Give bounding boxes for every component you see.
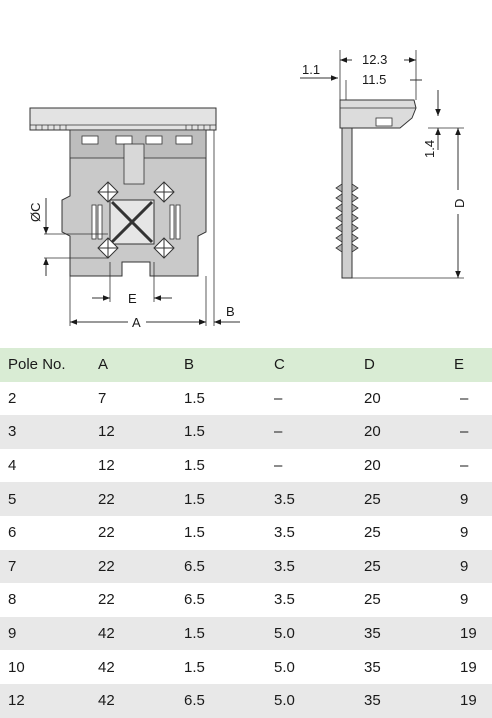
cell-b: 1.5 bbox=[184, 524, 205, 542]
side-view: 12.3 11.5 1.1 1.4 D bbox=[300, 50, 467, 279]
dim-e-label: E bbox=[128, 291, 137, 306]
cell-c: 3.5 bbox=[274, 557, 295, 575]
dim-d-label: D bbox=[452, 199, 467, 208]
cell-b: 1.5 bbox=[184, 490, 205, 508]
dim-a-label: A bbox=[132, 315, 141, 330]
cell-e: – bbox=[460, 389, 469, 407]
cell-e: 19 bbox=[460, 658, 477, 676]
cell-d: 20 bbox=[364, 423, 381, 441]
dim-1-4-label: 1.4 bbox=[422, 140, 437, 158]
cell-d: 25 bbox=[364, 557, 381, 575]
dim-1-1-label: 1.1 bbox=[302, 62, 320, 77]
cell-e: – bbox=[460, 457, 469, 475]
header-b: B bbox=[184, 356, 195, 374]
cell-e: 19 bbox=[460, 692, 477, 710]
cell-b: 6.5 bbox=[184, 557, 205, 575]
cell-c: 3.5 bbox=[274, 490, 295, 508]
cell-pole-no: 8 bbox=[8, 591, 17, 609]
cell-c: – bbox=[274, 423, 283, 441]
dim-c-label: ØC bbox=[28, 203, 43, 223]
cell-pole-no: 5 bbox=[8, 490, 17, 508]
cell-pole-no: 7 bbox=[8, 557, 17, 575]
header-d: D bbox=[364, 356, 375, 374]
cell-a: 12 bbox=[98, 423, 115, 441]
cell-d: 25 bbox=[364, 490, 381, 508]
cell-e: – bbox=[460, 423, 469, 441]
cell-a: 42 bbox=[98, 625, 115, 643]
dim-11-5-label: 11.5 bbox=[362, 72, 386, 87]
cell-a: 7 bbox=[98, 389, 107, 407]
cell-c: – bbox=[274, 389, 283, 407]
header-pole-no: Pole No. bbox=[8, 356, 66, 374]
cell-a: 22 bbox=[98, 524, 115, 542]
table-row: 3 12 1.5 – 20 – bbox=[0, 415, 492, 449]
table-row: 4 12 1.5 – 20 – bbox=[0, 448, 492, 483]
cell-e: 9 bbox=[460, 524, 469, 542]
cell-pole-no: 9 bbox=[8, 625, 17, 643]
cell-c: 5.0 bbox=[274, 692, 295, 710]
cell-d: 35 bbox=[364, 658, 381, 676]
table-header-row: Pole No. A B C D E bbox=[0, 348, 492, 382]
cell-b: 6.5 bbox=[184, 692, 205, 710]
header-c: C bbox=[274, 356, 285, 374]
cell-d: 35 bbox=[364, 625, 381, 643]
table-row: 9 42 1.5 5.0 35 19 bbox=[0, 616, 492, 651]
cell-e: 9 bbox=[460, 591, 469, 609]
cell-a: 22 bbox=[98, 591, 115, 609]
cell-pole-no: 6 bbox=[8, 524, 17, 542]
dim-12-3-label: 12.3 bbox=[362, 52, 387, 67]
cell-b: 1.5 bbox=[184, 457, 205, 475]
cell-pole-no: 12 bbox=[8, 692, 25, 710]
table-row: 2 7 1.5 – 20 – bbox=[0, 381, 492, 416]
dimensions-table: Pole No. A B C D E 2 7 1.5 – 20 – 3 12 1.5 – 20 – 4 1… bbox=[0, 348, 492, 718]
cell-c: 3.5 bbox=[274, 591, 295, 609]
table-row: 5 22 1.5 3.5 25 9 bbox=[0, 482, 492, 516]
cell-a: 42 bbox=[98, 658, 115, 676]
cell-c: 5.0 bbox=[274, 658, 295, 676]
cell-a: 22 bbox=[98, 490, 115, 508]
dim-b-label: B bbox=[226, 304, 235, 319]
table-row: 7 22 6.5 3.5 25 9 bbox=[0, 549, 492, 584]
front-view: ØC E A B bbox=[28, 107, 240, 330]
cell-d: 25 bbox=[364, 524, 381, 542]
header-a: A bbox=[98, 356, 109, 374]
cell-a: 22 bbox=[98, 557, 115, 575]
cell-e: 19 bbox=[460, 625, 477, 643]
cell-pole-no: 10 bbox=[8, 658, 25, 676]
table-row: 10 42 1.5 5.0 35 19 bbox=[0, 650, 492, 684]
technical-drawing: ØC E A B bbox=[0, 0, 492, 340]
cell-d: 35 bbox=[364, 692, 381, 710]
cell-e: 9 bbox=[460, 557, 469, 575]
table-row: 6 22 1.5 3.5 25 9 bbox=[0, 515, 492, 550]
cell-b: 1.5 bbox=[184, 658, 205, 676]
table-row: 8 22 6.5 3.5 25 9 bbox=[0, 583, 492, 617]
cell-b: 6.5 bbox=[184, 591, 205, 609]
cell-d: 25 bbox=[364, 591, 381, 609]
header-e: E bbox=[454, 356, 465, 374]
cell-a: 12 bbox=[98, 457, 115, 475]
cell-pole-no: 2 bbox=[8, 389, 17, 407]
cell-pole-no: 4 bbox=[8, 457, 17, 475]
cell-pole-no: 3 bbox=[8, 423, 17, 441]
cell-a: 42 bbox=[98, 692, 115, 710]
cell-b: 1.5 bbox=[184, 423, 205, 441]
cell-d: 20 bbox=[364, 457, 381, 475]
cell-c: 5.0 bbox=[274, 625, 295, 643]
cell-e: 9 bbox=[460, 490, 469, 508]
cell-b: 1.5 bbox=[184, 625, 205, 643]
cell-c: – bbox=[274, 457, 283, 475]
cell-b: 1.5 bbox=[184, 389, 205, 407]
cell-c: 3.5 bbox=[274, 524, 295, 542]
table-row: 12 42 6.5 5.0 35 19 bbox=[0, 683, 492, 718]
cell-d: 20 bbox=[364, 389, 381, 407]
